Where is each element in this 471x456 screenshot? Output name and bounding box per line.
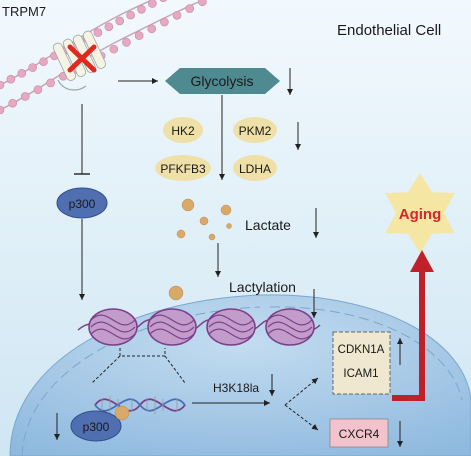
membrane-bead xyxy=(104,22,114,32)
trpm7-blocked-cross-icon xyxy=(67,44,97,73)
dna-wrap xyxy=(90,328,136,340)
lactyl-group-dot xyxy=(168,285,184,301)
glycolysis-box: Glycolysis xyxy=(165,68,280,94)
membrane-bead xyxy=(159,0,167,2)
membrane-bead xyxy=(137,4,146,14)
enzyme-label: HK2 xyxy=(171,124,195,138)
dna-wrap xyxy=(149,314,195,326)
membrane-bead xyxy=(109,44,119,54)
enzyme-oval xyxy=(163,117,203,143)
membrane-bead xyxy=(0,105,5,115)
to-genes-up-arrow xyxy=(284,377,319,406)
membrane-bead xyxy=(39,57,48,67)
lactate-bound-dot xyxy=(114,405,130,421)
dna-wrap xyxy=(90,321,136,333)
p300-label-top: p300 xyxy=(69,197,96,211)
gene-label: ICAM1 xyxy=(343,368,378,380)
p300-label-bottom: p300 xyxy=(83,420,110,434)
membrane-bead xyxy=(8,98,17,108)
enzyme-label: PFKFB3 xyxy=(160,162,206,176)
trpm7-label: TRPM7 xyxy=(2,4,46,19)
dna-wrap xyxy=(208,321,254,333)
membrane-bead xyxy=(46,78,55,88)
cxcr4-box xyxy=(329,418,389,448)
zoom-line-left xyxy=(91,355,121,384)
membrane-bead xyxy=(122,38,131,47)
aging-star: Aging xyxy=(385,173,455,253)
membrane-bead xyxy=(17,69,27,78)
zoom-bracket xyxy=(119,348,166,357)
membrane-bead xyxy=(147,24,157,34)
membrane-bead xyxy=(0,80,5,90)
membrane-bead xyxy=(20,92,30,101)
lactate-label: Lactate xyxy=(245,217,291,233)
lactylation-label: Lactylation xyxy=(229,279,296,295)
gene-label: CDKN1A xyxy=(338,344,385,356)
membrane-bead xyxy=(28,63,37,72)
cell-type-label: Endothelial Cell xyxy=(337,22,441,39)
membrane-bead xyxy=(134,31,144,40)
membrane-bead xyxy=(148,0,157,8)
membrane-bead xyxy=(172,10,182,20)
enzyme-ovals: HK2 PKM2 PFKFB3 LDHA xyxy=(155,117,277,181)
h3k18la-label: H3K18la xyxy=(213,381,259,395)
dna-wrap xyxy=(267,314,313,326)
membrane-bead xyxy=(198,0,207,7)
enzyme-label: LDHA xyxy=(239,162,271,176)
dna-wrap xyxy=(149,321,195,333)
membrane-bead xyxy=(115,16,125,26)
enzyme-label: PKM2 xyxy=(239,124,272,138)
enzyme-oval xyxy=(233,155,277,181)
zoom-line-right xyxy=(164,355,186,384)
membrane-bead xyxy=(126,10,135,20)
p300-oval-bottom xyxy=(70,410,122,442)
upregulated-genes-box xyxy=(332,331,391,395)
p300-oval-top xyxy=(56,187,108,219)
dna-wrap xyxy=(149,328,195,340)
to-cxcr4-arrow xyxy=(284,404,319,431)
membrane-bead xyxy=(33,85,43,95)
dna-wrap xyxy=(208,314,254,326)
cxcr4-label: CXCR4 xyxy=(339,427,380,441)
membrane-bead xyxy=(160,17,169,27)
glycolysis-label: Glycolysis xyxy=(190,73,253,89)
to-aging-arrow xyxy=(392,250,434,401)
dna-helix xyxy=(94,396,186,414)
membrane-bead xyxy=(185,4,195,13)
membrane-bead xyxy=(93,28,103,37)
enzyme-oval xyxy=(155,155,211,181)
dna-wrap xyxy=(267,328,313,340)
dna-wrap xyxy=(208,328,254,340)
enzyme-oval xyxy=(233,117,277,143)
membrane-bead xyxy=(6,74,16,84)
dna-wrap xyxy=(267,321,313,333)
aging-label: Aging xyxy=(399,206,442,223)
lactate-dots xyxy=(176,198,232,241)
chromatin-nucleosomes xyxy=(77,308,321,346)
dna-wrap xyxy=(90,314,136,326)
